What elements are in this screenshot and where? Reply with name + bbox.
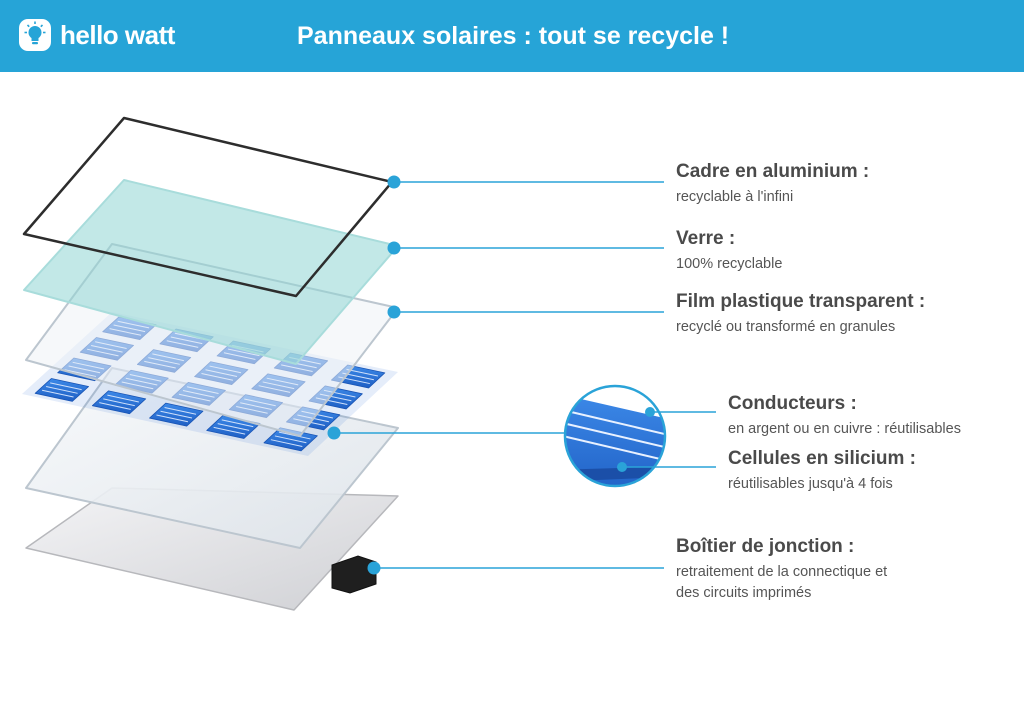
lightbulb-icon bbox=[19, 19, 51, 51]
page-title: Panneaux solaires : tout se recycle ! bbox=[297, 22, 730, 50]
header-bar: hello watt Panneaux solaires : tout se r… bbox=[0, 0, 1024, 72]
aluminium-frame bbox=[22, 116, 394, 298]
silicon-pointer-dot bbox=[617, 462, 627, 472]
component-desc: 100% recyclable bbox=[676, 256, 783, 272]
conductor-line bbox=[50, 382, 82, 391]
conductor-line bbox=[160, 410, 193, 419]
solar-panel-exploded-diagram bbox=[22, 116, 716, 611]
component-name: Film plastique transparent : bbox=[676, 291, 926, 312]
conductor-line bbox=[217, 423, 250, 431]
conductor-line bbox=[156, 414, 189, 423]
conductor-line bbox=[270, 439, 303, 447]
frame-pointer-dot bbox=[387, 175, 401, 189]
label-junction-box: Boîtier de jonction : retraitement de la… bbox=[676, 535, 887, 604]
junction-pointer-dot bbox=[367, 561, 381, 575]
conductor-pointer-dot bbox=[645, 407, 655, 417]
component-desc: retraitement de la connectique et bbox=[676, 564, 888, 580]
brand-name: hello watt bbox=[60, 20, 175, 50]
conductor-line bbox=[213, 426, 246, 435]
label-plastic-film: Film plastique transparent : recyclé ou … bbox=[676, 290, 925, 338]
component-desc: en argent ou en cuivre : réutilisables bbox=[728, 421, 961, 437]
conductor-line bbox=[103, 398, 135, 407]
conductor-line bbox=[274, 435, 307, 444]
component-desc: recyclable à l'infini bbox=[676, 189, 794, 205]
cells-pointer-dot bbox=[327, 426, 341, 440]
component-name: Verre : bbox=[676, 228, 736, 249]
label-conductors: Conducteurs : en argent ou en cuivre : r… bbox=[728, 392, 961, 440]
glass-layer bbox=[23, 179, 399, 365]
component-desc: recyclé ou transformé en granules bbox=[676, 319, 896, 335]
component-name: Boîtier de jonction : bbox=[676, 536, 855, 557]
component-name: Cellules en silicium : bbox=[728, 448, 916, 469]
label-aluminium-frame: Cadre en aluminium : recyclable à l'infi… bbox=[676, 160, 869, 208]
component-desc: réutilisables jusqu'à 4 fois bbox=[728, 476, 893, 492]
leader-lines bbox=[327, 175, 716, 575]
component-name: Conducteurs : bbox=[728, 393, 857, 414]
conductor-line bbox=[221, 419, 254, 428]
glass-pointer-dot bbox=[387, 241, 401, 255]
film-pointer-dot bbox=[387, 305, 401, 319]
junction-box bbox=[331, 555, 377, 594]
conductor-line bbox=[107, 394, 139, 403]
component-name: Cadre en aluminium : bbox=[676, 161, 870, 182]
zoom-detail-circle bbox=[563, 384, 667, 488]
conductor-line bbox=[41, 389, 74, 398]
component-desc: des circuits imprimés bbox=[676, 585, 812, 601]
conductor-line bbox=[164, 407, 197, 415]
label-glass: Verre : 100% recyclable bbox=[676, 227, 782, 275]
label-silicon-cells: Cellules en silicium : réutilisables jus… bbox=[728, 447, 916, 495]
conductor-line bbox=[346, 368, 379, 377]
conductor-line bbox=[99, 402, 131, 410]
conductor-line bbox=[46, 386, 78, 394]
